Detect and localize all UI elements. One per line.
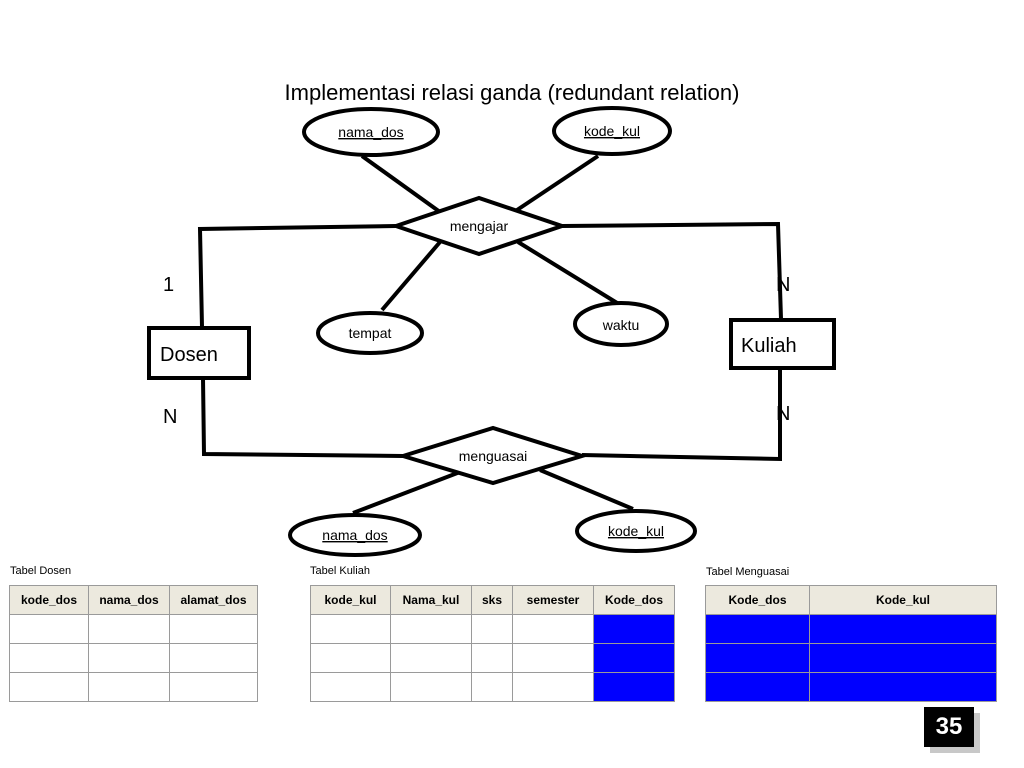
table-cell bbox=[169, 614, 258, 644]
connector-line bbox=[352, 470, 461, 515]
table-dosen: kode_dos nama_dos alamat_dos bbox=[9, 585, 258, 702]
table-menguasai: Kode_dos Kode_kul bbox=[705, 585, 997, 702]
table-cell bbox=[310, 614, 391, 644]
slide-title: Implementasi relasi ganda (redundant rel… bbox=[284, 80, 740, 105]
foreign-key-cell bbox=[593, 614, 675, 644]
connector-line bbox=[201, 377, 404, 458]
table-row bbox=[9, 614, 258, 644]
column-header: Nama_kul bbox=[390, 585, 472, 615]
column-header: sks bbox=[471, 585, 513, 615]
table-dosen-caption: Tabel Dosen bbox=[10, 565, 72, 577]
attribute-waktu-label: waktu bbox=[602, 317, 640, 333]
entity-dosen-label: Dosen bbox=[160, 344, 218, 366]
table-header-row: Kode_dos Kode_kul bbox=[705, 585, 997, 615]
entity-kuliah bbox=[729, 318, 836, 370]
table-cell bbox=[88, 672, 170, 702]
table-row bbox=[9, 643, 258, 673]
attribute-kode-kul-2 bbox=[575, 509, 697, 553]
attribute-nama-dos-2-label: nama_dos bbox=[322, 527, 387, 543]
table-row bbox=[9, 672, 258, 702]
attribute-waktu bbox=[573, 301, 669, 347]
connector-line bbox=[561, 221, 783, 320]
table-cell bbox=[169, 643, 258, 673]
attribute-nama-dos-label: nama_dos bbox=[338, 124, 403, 140]
column-header: alamat_dos bbox=[169, 585, 258, 615]
table-cell bbox=[390, 672, 472, 702]
column-header: kode_dos bbox=[9, 585, 89, 615]
table-kuliah: kode_kul Nama_kul sks semester Kode_dos bbox=[310, 585, 675, 702]
relationship-menguasai-label: menguasai bbox=[459, 448, 528, 464]
attribute-nama-dos bbox=[302, 107, 440, 157]
connector-line bbox=[512, 154, 600, 214]
key-cell bbox=[705, 672, 810, 702]
connector-line bbox=[581, 369, 782, 462]
table-cell bbox=[471, 672, 513, 702]
column-header: nama_dos bbox=[88, 585, 170, 615]
attribute-tempat-label: tempat bbox=[349, 325, 392, 341]
table-row bbox=[310, 672, 675, 702]
connector-line bbox=[516, 240, 624, 308]
column-header: Kode_dos bbox=[705, 585, 810, 615]
connector-line bbox=[360, 154, 442, 214]
table-header-row: kode_kul Nama_kul sks semester Kode_dos bbox=[310, 585, 675, 615]
table-row bbox=[310, 643, 675, 673]
table-cell bbox=[512, 614, 594, 644]
relationship-mengajar bbox=[389, 195, 569, 257]
connector-line bbox=[539, 468, 634, 511]
connector-line bbox=[380, 240, 442, 312]
table-cell bbox=[512, 643, 594, 673]
table-cell bbox=[471, 614, 513, 644]
relationship-mengajar-label: mengajar bbox=[450, 218, 509, 234]
key-cell bbox=[809, 614, 997, 644]
column-header: kode_kul bbox=[310, 585, 391, 615]
attribute-kode-kul-2-label: kode_kul bbox=[608, 523, 664, 539]
connector-line bbox=[197, 224, 397, 328]
table-cell bbox=[9, 672, 89, 702]
table-cell bbox=[88, 643, 170, 673]
table-cell bbox=[310, 672, 391, 702]
table-row bbox=[705, 643, 997, 673]
table-menguasai-caption: Tabel Menguasai bbox=[706, 566, 790, 578]
key-cell bbox=[809, 672, 997, 702]
table-row bbox=[705, 614, 997, 644]
attribute-kode-kul bbox=[552, 106, 672, 156]
table-cell bbox=[390, 614, 472, 644]
column-header: semester bbox=[512, 585, 594, 615]
foreign-key-cell bbox=[593, 643, 675, 673]
table-cell bbox=[9, 643, 89, 673]
attribute-tempat bbox=[316, 311, 424, 355]
key-cell bbox=[809, 643, 997, 673]
table-cell bbox=[471, 643, 513, 673]
table-row bbox=[705, 672, 997, 702]
table-cell bbox=[9, 614, 89, 644]
table-header-row: kode_dos nama_dos alamat_dos bbox=[9, 585, 258, 615]
relationship-menguasai bbox=[396, 425, 589, 486]
attribute-kode-kul-label: kode_kul bbox=[584, 123, 640, 139]
cardinality-mengajar-kuliah: N bbox=[776, 274, 790, 296]
table-cell bbox=[310, 643, 391, 673]
attribute-nama-dos-2 bbox=[288, 513, 422, 557]
entity-kuliah-label: Kuliah bbox=[741, 335, 797, 357]
entity-dosen bbox=[147, 326, 251, 380]
table-cell bbox=[169, 672, 258, 702]
table-cell bbox=[88, 614, 170, 644]
cardinality-menguasai-kuliah: N bbox=[776, 403, 790, 425]
table-kuliah-caption: Tabel Kuliah bbox=[310, 565, 370, 577]
table-cell bbox=[390, 643, 472, 673]
cardinality-menguasai-dosen: N bbox=[163, 406, 177, 428]
foreign-key-cell bbox=[593, 672, 675, 702]
key-cell bbox=[705, 643, 810, 673]
column-header: Kode_dos bbox=[593, 585, 675, 615]
table-row bbox=[310, 614, 675, 644]
cardinality-mengajar-dosen: 1 bbox=[163, 274, 174, 296]
page-number: 35 bbox=[924, 707, 974, 747]
table-cell bbox=[512, 672, 594, 702]
column-header: Kode_kul bbox=[809, 585, 997, 615]
key-cell bbox=[705, 614, 810, 644]
